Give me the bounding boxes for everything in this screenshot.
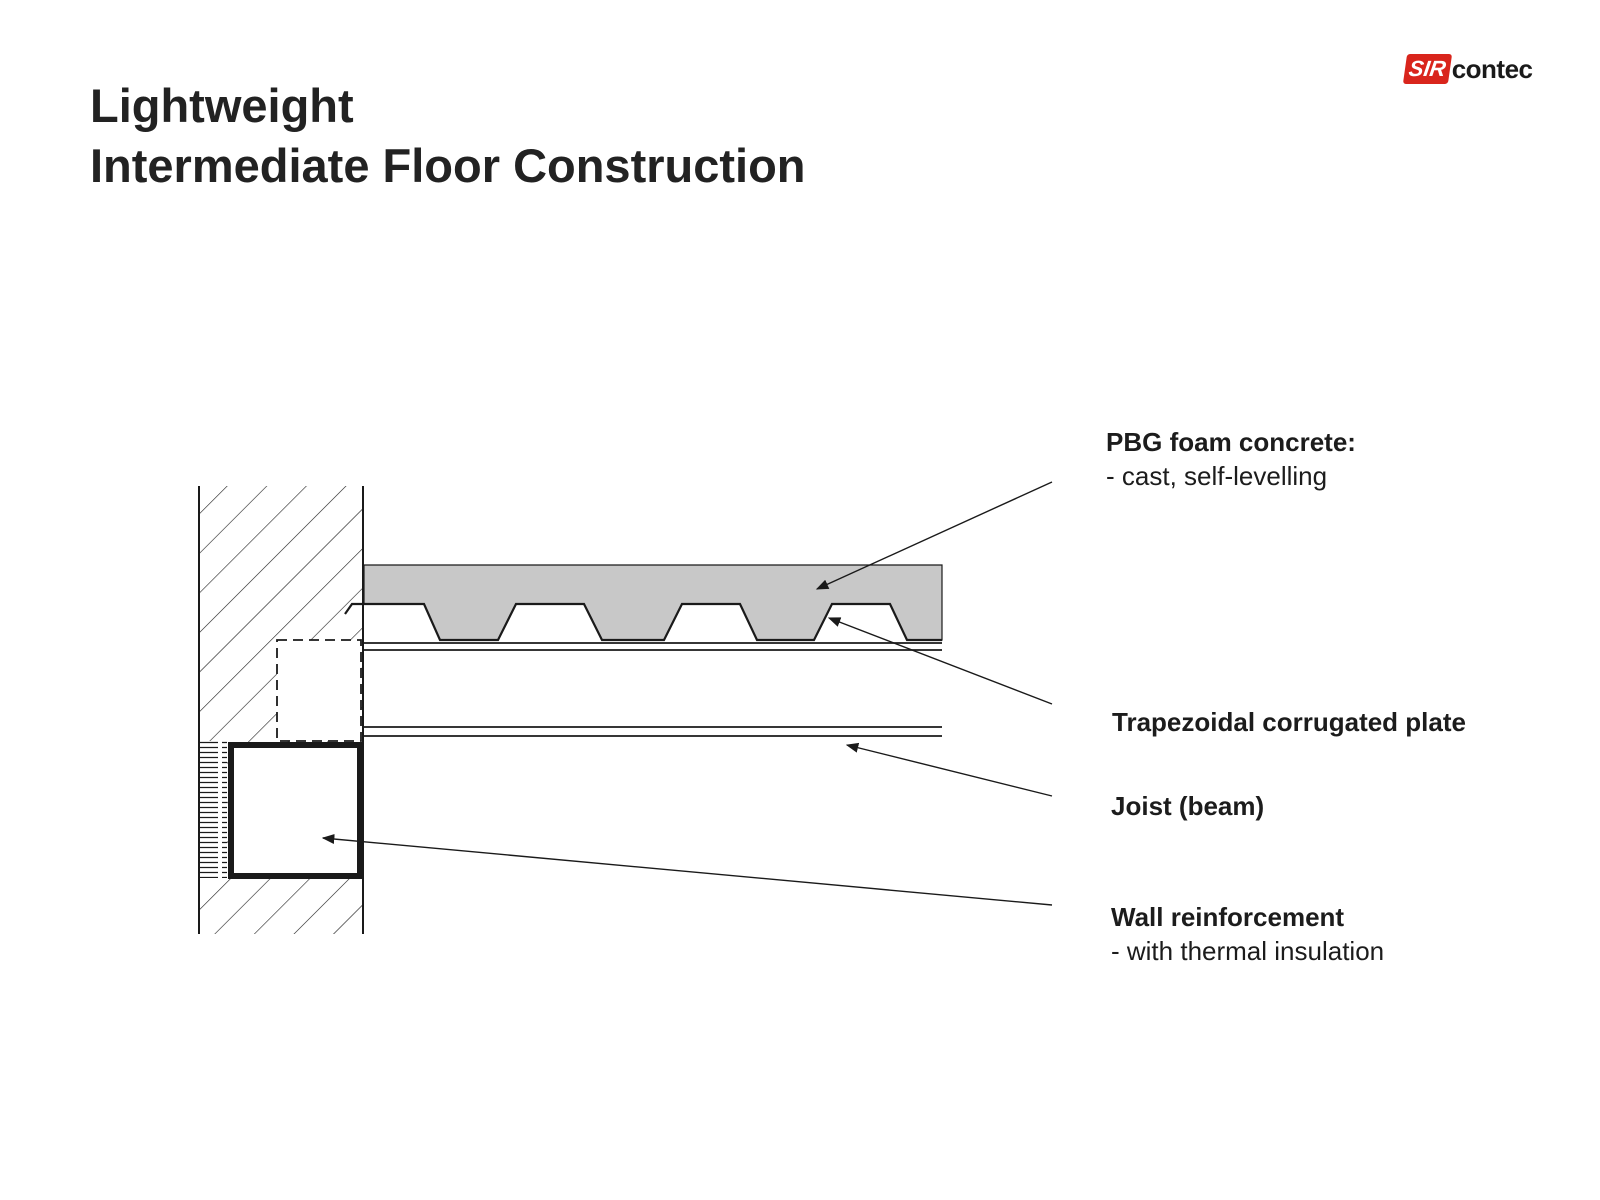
- joist-label: Joist (beam): [1111, 791, 1265, 821]
- joist-leader: [845, 742, 1053, 797]
- callout-joist: Joist (beam): [1111, 789, 1264, 823]
- callout-foam-concrete: PBG foam concrete: - cast, self-levellin…: [1106, 425, 1356, 493]
- foam-concrete-detail: - cast, self-levelling: [1106, 461, 1328, 491]
- corrugated-plate-label: Trapezoidal corrugated plate: [1112, 707, 1466, 737]
- wall-reinforcement-label: Wall reinforcement: [1111, 902, 1345, 932]
- joist-beam: [364, 642, 942, 737]
- callout-wall-reinforcement: Wall reinforcement - with thermal insula…: [1111, 900, 1384, 968]
- wall-reinforcement-detail: - with thermal insulation: [1111, 936, 1385, 966]
- title-line-1: Lightweight: [90, 79, 354, 132]
- wall-reinforcement-box: [228, 742, 363, 879]
- title-line-2: Intermediate Floor Construction: [90, 139, 806, 192]
- joist-end-dashed: [276, 639, 362, 742]
- trapezoidal-corrugated-plate: [344, 602, 942, 642]
- foam-concrete-leader: [815, 481, 1053, 590]
- page-title: Lightweight Intermediate Floor Construct…: [90, 76, 806, 196]
- foam-concrete-label: PBG foam concrete:: [1106, 427, 1356, 457]
- corrugated-plate-leader: [827, 617, 1053, 705]
- logo-text: contec: [1451, 53, 1533, 84]
- company-logo: SIR contec: [1402, 52, 1533, 86]
- callout-corrugated-plate: Trapezoidal corrugated plate: [1112, 705, 1466, 739]
- wall-reinforcement-leader: [321, 834, 1053, 906]
